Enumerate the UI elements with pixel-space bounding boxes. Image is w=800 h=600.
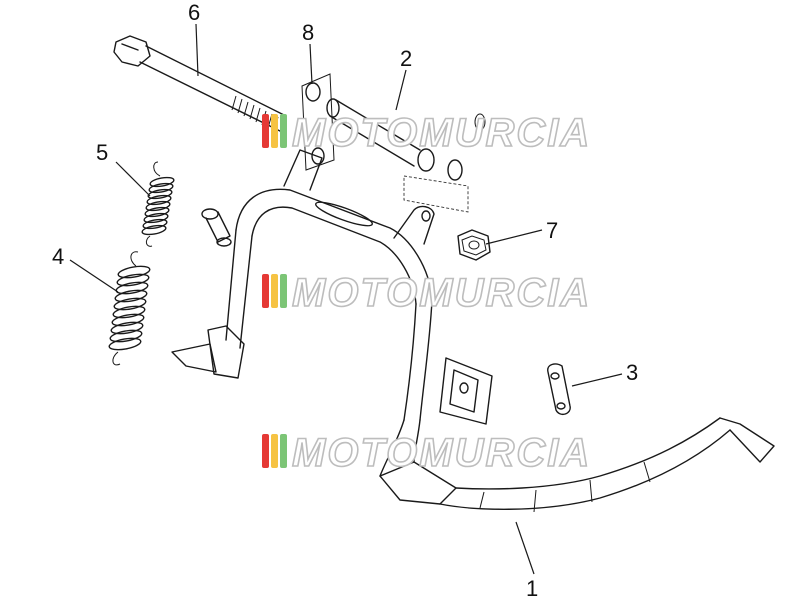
spacer-part <box>326 98 486 213</box>
watermark-group: MOTOMURCIA MOTOMURCIA MOTOMURCIA <box>262 110 591 476</box>
callout-1: 1 <box>526 576 538 600</box>
callout-labels: 1 2 3 4 5 6 7 8 <box>52 0 638 600</box>
small-spring-part <box>141 161 175 247</box>
watermark-top: MOTOMURCIA <box>262 110 591 156</box>
watermark-text: MOTOMURCIA <box>292 431 591 475</box>
washer-part <box>301 73 335 171</box>
callout-6: 6 <box>188 0 200 25</box>
watermark-text: MOTOMURCIA <box>292 111 591 155</box>
callout-3: 3 <box>626 360 638 385</box>
callout-4: 4 <box>52 244 64 269</box>
centre-stand-part <box>171 149 775 513</box>
nut-part <box>457 229 491 261</box>
watermark-bottom: MOTOMURCIA <box>262 430 591 476</box>
bolt-part <box>113 35 287 133</box>
watermark-text: MOTOMURCIA <box>292 271 591 315</box>
callout-2: 2 <box>400 46 412 71</box>
large-spring-part <box>108 251 151 366</box>
pad-part <box>547 363 571 416</box>
callout-8: 8 <box>302 20 314 45</box>
leader-lines <box>69 23 623 575</box>
callout-5: 5 <box>96 140 108 165</box>
watermark-middle: MOTOMURCIA <box>262 270 591 316</box>
stopper-pin-part <box>201 208 232 247</box>
callout-7: 7 <box>546 218 558 243</box>
